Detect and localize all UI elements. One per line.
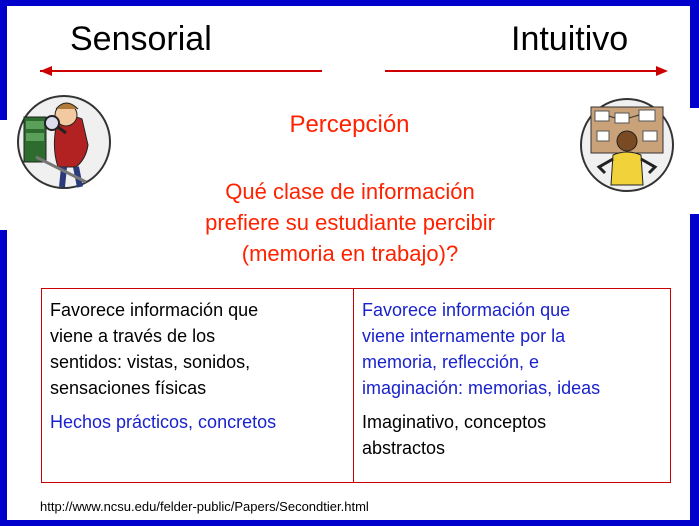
heading-intuitivo: Intuitivo	[511, 20, 629, 58]
question-line: Qué clase de información	[225, 179, 475, 204]
frame-bottom	[0, 520, 699, 526]
intuitivo-column: Favorece información que viene intername…	[354, 289, 670, 482]
sensorial-summary: Hechos prácticos, concretos	[50, 412, 277, 432]
intuitivo-description-line: imaginación: memorias, ideas	[362, 378, 601, 398]
source-url[interactable]: http://www.ncsu.edu/felder-public/Papers…	[40, 499, 369, 514]
sensorial-column: Favorece información que viene a través …	[42, 289, 354, 482]
question-line: (memoria en trabajo)?	[241, 241, 459, 266]
intuitivo-description-line: Favorece información que	[362, 300, 571, 320]
intuitivo-description-line: viene internamente por la	[362, 326, 566, 346]
frame-right-top	[690, 0, 699, 108]
frame-gap	[0, 120, 7, 230]
left-arrow-icon	[40, 66, 322, 76]
sensorial-description-line: Favorece información que	[50, 300, 259, 320]
intuitivo-summary-line: Imaginativo, conceptos	[362, 412, 547, 432]
sensorial-description-line: sensaciones físicas	[50, 378, 207, 398]
right-arrow-icon	[385, 66, 668, 76]
heading-sensorial: Sensorial	[70, 20, 212, 58]
comparison-table: Favorece información que viene a través …	[41, 288, 671, 483]
sensorial-description-line: sentidos: vistas, sonidos,	[50, 352, 251, 372]
intuitivo-description-line: memoria, reflección, e	[362, 352, 540, 372]
slide-title: Percepción	[289, 111, 410, 138]
sensorial-description-line: viene a través de los	[50, 326, 216, 346]
frame-left	[0, 0, 7, 526]
thinker-illustration-icon	[580, 98, 674, 192]
question-text: Qué clase de información prefiere su est…	[180, 176, 520, 269]
intuitivo-summary-line: abstractos	[362, 438, 446, 458]
question-line: prefiere su estudiante percibir	[205, 210, 495, 235]
frame-top	[0, 0, 699, 6]
frame-right-bottom	[690, 214, 699, 526]
observer-illustration-icon	[17, 95, 111, 189]
